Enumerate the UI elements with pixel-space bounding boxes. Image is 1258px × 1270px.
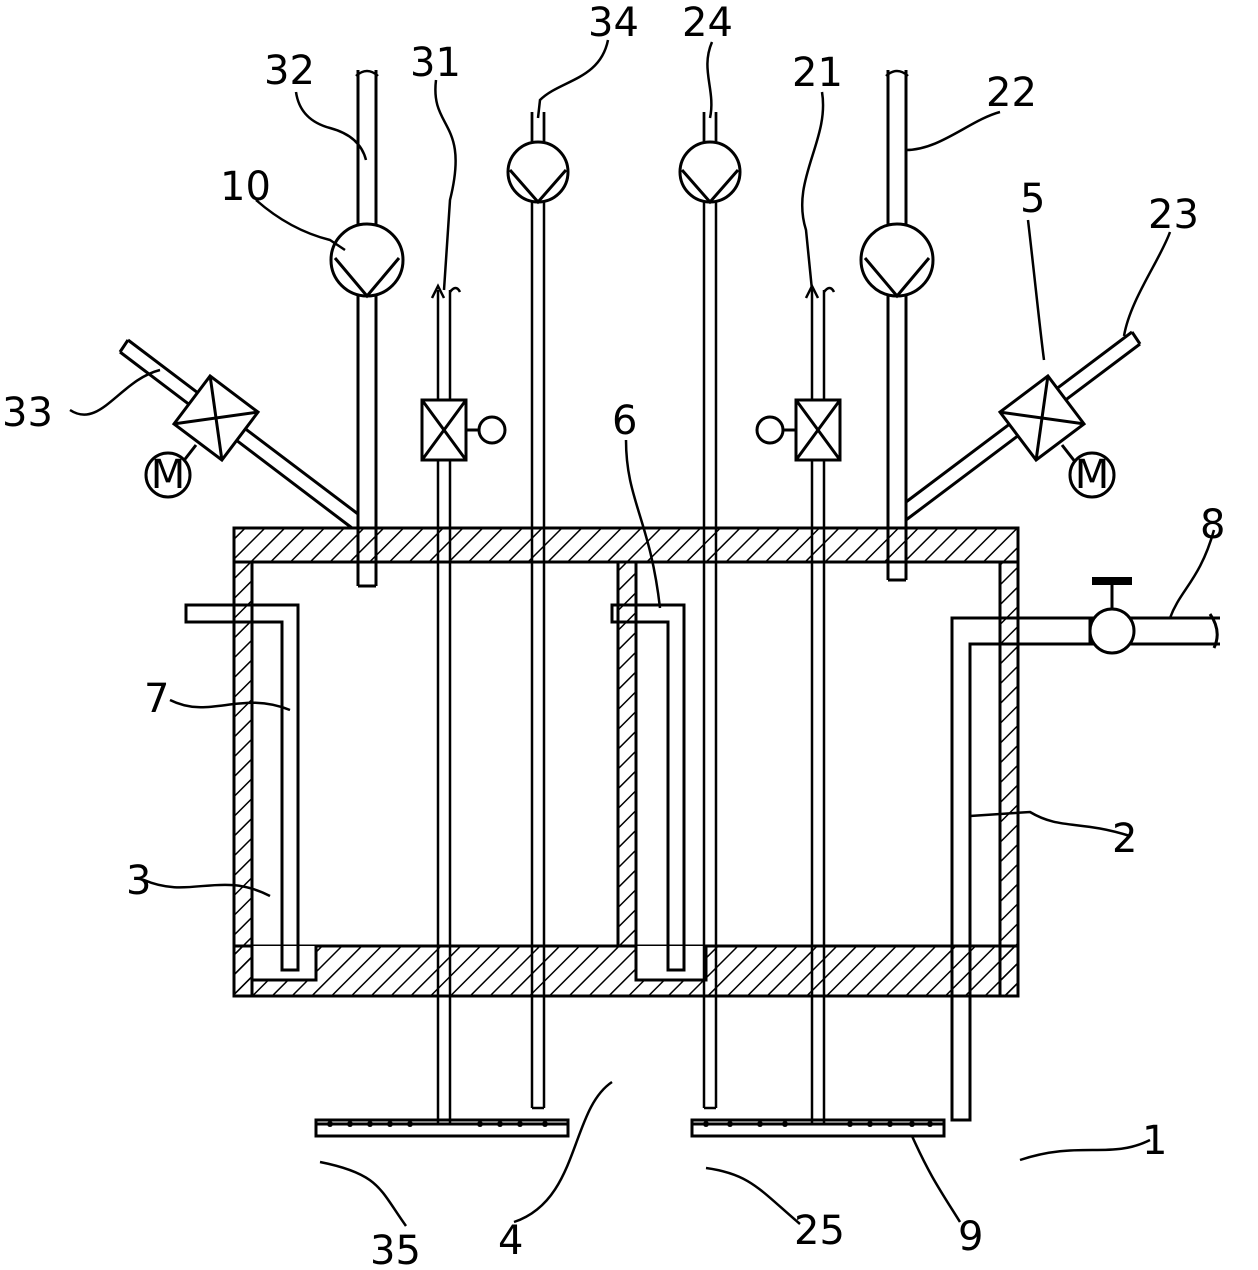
motor-valve-5: M (997, 373, 1116, 499)
label-2: 2 (1112, 816, 1137, 862)
motor-symbol-right: M (1075, 452, 1110, 498)
bottom-channel-35 (250, 946, 318, 982)
leader-lines (69, 39, 1216, 1227)
pipe-top-32 (355, 69, 379, 77)
motor-valve-33: M (144, 373, 261, 499)
label-5: 5 (1020, 176, 1045, 222)
label-35: 35 (370, 1228, 421, 1270)
check-valve-10 (329, 222, 405, 299)
check-valve-34 (506, 140, 570, 205)
label-8: 8 (1200, 502, 1225, 548)
label-23: 23 (1148, 192, 1199, 238)
check-valve-24 (678, 140, 742, 205)
label-34: 34 (588, 0, 639, 46)
bottom-channel-25 (634, 946, 708, 982)
overflow-pipe-7 (184, 603, 300, 972)
label-7: 7 (144, 676, 169, 722)
label-4: 4 (498, 1218, 523, 1264)
left-plate-detail (314, 1121, 570, 1138)
label-24: 24 (682, 0, 733, 46)
label-25: 25 (794, 1208, 845, 1254)
outlet-valve (1088, 577, 1136, 655)
gas-pipe-22 (886, 70, 908, 582)
part-labels: 32 31 34 24 21 22 10 5 23 33 6 8 7 2 3 1… (2, 0, 1225, 1270)
pipe-top-22 (885, 69, 909, 77)
check-valve-22 (859, 222, 935, 299)
right-plate-detail (690, 1121, 946, 1138)
label-21: 21 (792, 50, 843, 96)
label-1: 1 (1142, 1118, 1167, 1164)
label-3: 3 (126, 858, 151, 904)
label-10: 10 (220, 164, 271, 210)
pipe-top-24 (702, 112, 718, 142)
label-22: 22 (986, 70, 1037, 116)
label-33: 33 (2, 390, 53, 436)
stem-top-31 (430, 283, 462, 299)
gate-valve-31 (420, 398, 507, 462)
stem-top-21 (804, 283, 836, 299)
label-6: 6 (612, 398, 637, 444)
pipe-top-34 (530, 112, 546, 142)
gate-valve-21 (755, 398, 842, 462)
stem-pipe-34 (530, 112, 546, 1110)
tank-body (232, 526, 1020, 998)
overflow-pipe-6 (610, 603, 686, 972)
label-9: 9 (958, 1214, 983, 1260)
motor-symbol-left: M (151, 452, 186, 498)
gas-pipe-32 (356, 70, 378, 588)
label-32: 32 (264, 48, 315, 94)
label-31: 31 (410, 40, 461, 86)
stem-pipe-24 (702, 112, 718, 1110)
